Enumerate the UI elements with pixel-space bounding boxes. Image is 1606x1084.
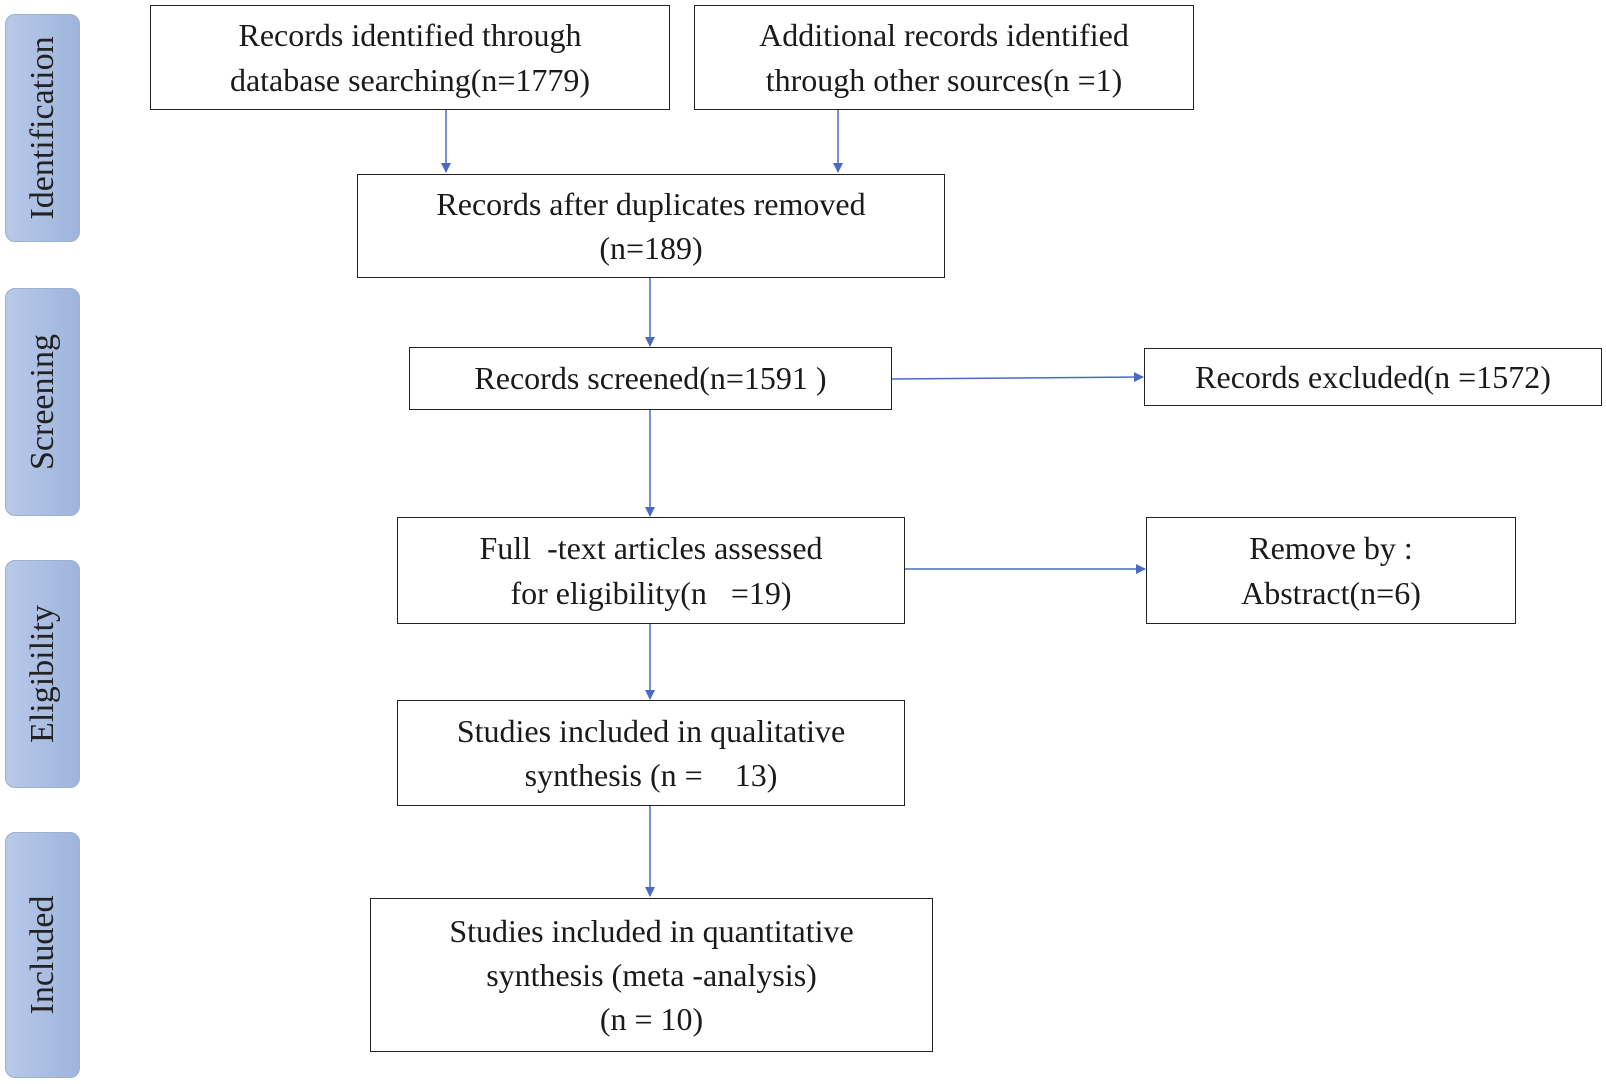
- box-records-screened-line-1: Records screened(n=1591 ): [474, 360, 827, 397]
- box-duplicates-removed: Records after duplicates removed (n=189): [357, 174, 945, 278]
- box-duplicates-removed-line-2: (n=189): [599, 230, 703, 266]
- phase-included: Included: [5, 832, 80, 1078]
- box-removed-abstract-line-1: Remove by :: [1249, 530, 1413, 567]
- box-duplicates-removed-line-1: Records after duplicates removed: [436, 185, 866, 222]
- box-other-sources-line-1: Additional records identified: [759, 17, 1129, 54]
- box-quantitative-synthesis-line-3: (n = 10): [599, 1001, 704, 1038]
- box-other-sources-line-2: through other sources(n =1): [765, 61, 1123, 98]
- box-other-sources: Additional records identified through ot…: [694, 5, 1194, 110]
- box-quantitative-synthesis-line-1: Studies included in quantitative: [449, 912, 854, 949]
- box-qualitative-synthesis: Studies included in qualitative synthesi…: [397, 700, 905, 806]
- box-records-screened: Records screened(n=1591 ): [409, 347, 892, 410]
- phase-identification: Identification: [5, 14, 80, 242]
- box-fulltext-assessed-line-1: Full -text articles assessed: [479, 530, 823, 567]
- box-records-excluded-line-1: Records excluded(n =1572): [1195, 358, 1551, 395]
- box-database-search-line-1: Records identified through: [238, 17, 582, 54]
- box-fulltext-assessed-line-2: for eligibility(n =19): [510, 574, 792, 611]
- box-qualitative-synthesis-line-2: synthesis (n = 13): [524, 757, 778, 793]
- box-qualitative-synthesis-line-1: Studies included in qualitative: [456, 712, 846, 749]
- box-records-excluded: Records excluded(n =1572): [1144, 348, 1602, 406]
- phase-screening: Screening: [5, 288, 80, 516]
- box-removed-abstract-line-2: Abstract(n=6): [1241, 574, 1421, 611]
- box-fulltext-assessed: Full -text articles assessed for eligibi…: [397, 517, 905, 624]
- box-database-search: Records identified through database sear…: [150, 5, 670, 110]
- phase-eligibility: Eligibility: [5, 560, 80, 788]
- box-database-search-line-2: database searching(n=1779): [229, 61, 591, 98]
- box-quantitative-synthesis: Studies included in quantitative synthes…: [370, 898, 933, 1052]
- arrow-screened-to-excluded: [891, 372, 1144, 383]
- box-quantitative-synthesis-line-2: synthesis (meta -analysis): [486, 956, 817, 993]
- box-removed-abstract: Remove by : Abstract(n=6): [1146, 517, 1516, 624]
